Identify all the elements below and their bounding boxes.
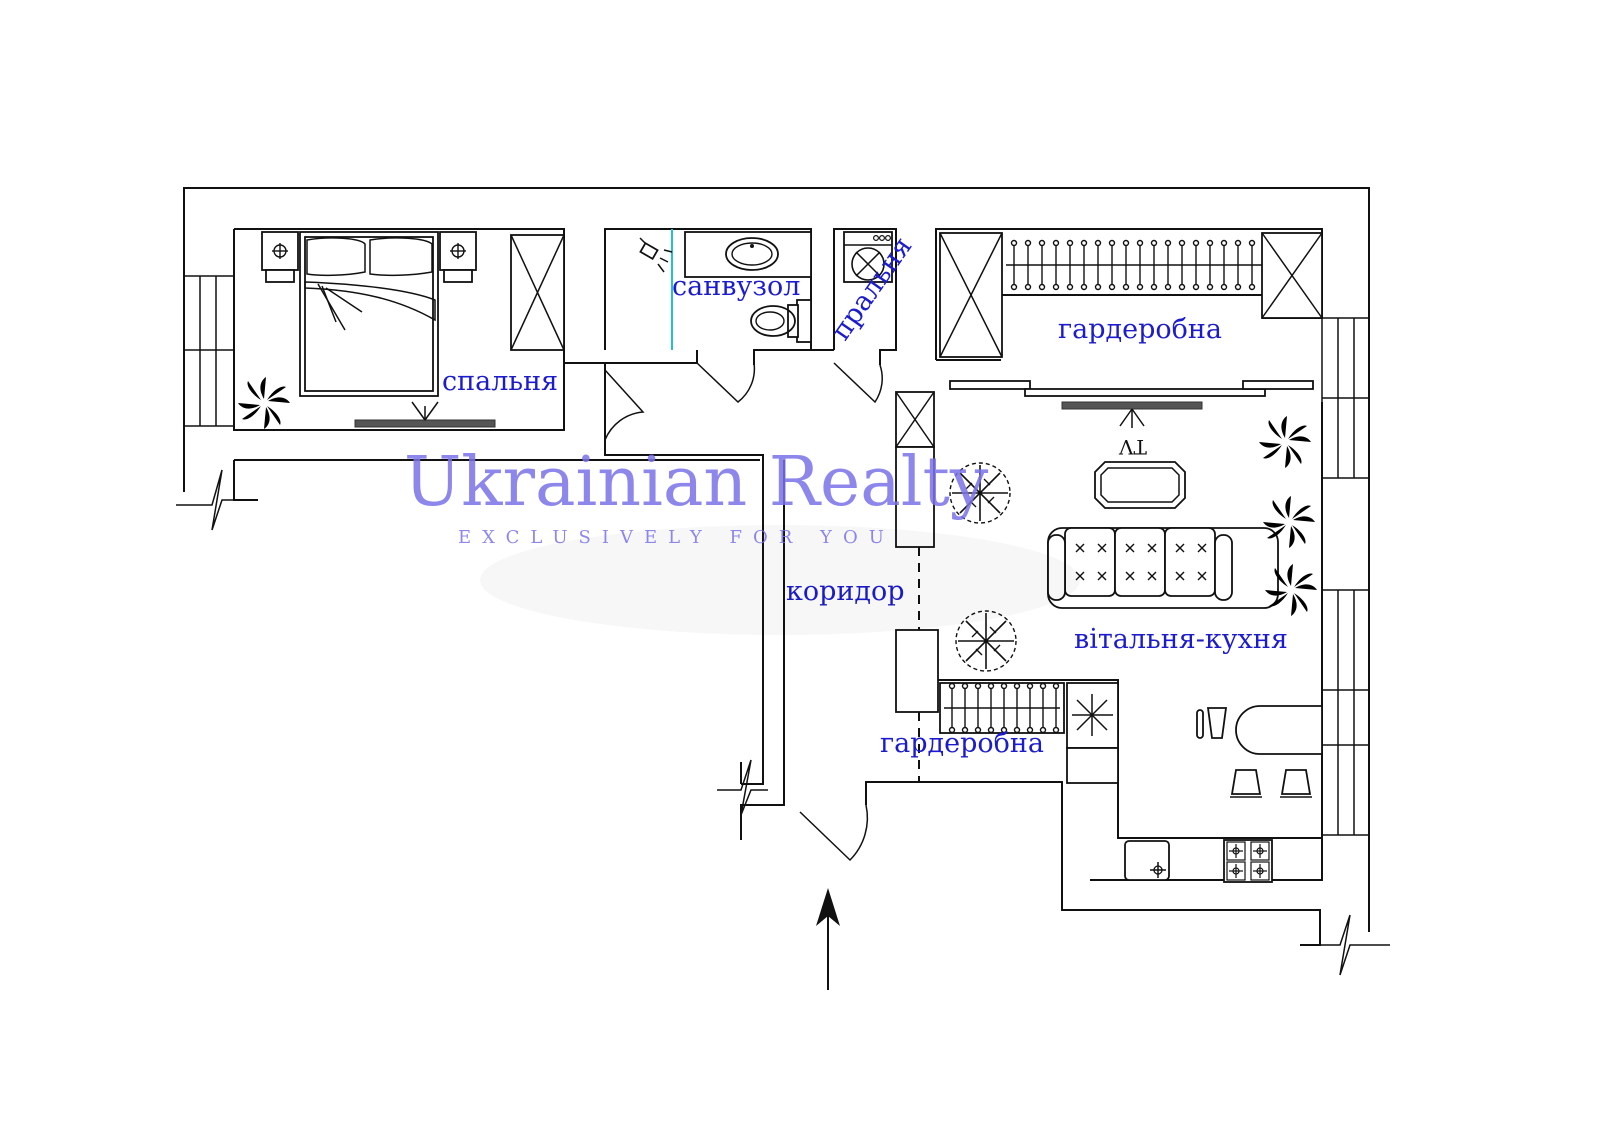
bed-icon	[299, 231, 439, 397]
watermark-subtitle: EXCLUSIVELY FOR YOU	[458, 527, 895, 548]
shower-icon	[639, 237, 673, 273]
tv-label: TV	[1119, 435, 1147, 459]
nightstand-icon	[261, 231, 299, 283]
tv-icon	[1061, 401, 1203, 428]
entrance-arrow-icon	[816, 888, 840, 990]
wardrobe-top	[936, 232, 1323, 397]
bedroom	[234, 228, 645, 441]
label-wardrobe-top: гардеробна	[1058, 314, 1222, 345]
corridor	[799, 391, 939, 990]
door-swing	[799, 804, 869, 862]
chair-icon	[1280, 769, 1312, 798]
windows	[183, 275, 1370, 836]
kitchen-sink-icon	[1124, 840, 1170, 881]
stove-icon	[1223, 839, 1273, 883]
plant-icon	[949, 462, 1011, 524]
wardrobe-icon	[939, 232, 1003, 358]
stove-icon	[1072, 694, 1113, 736]
coffee-table-icon	[1094, 461, 1186, 509]
armchair-icon	[1196, 707, 1228, 739]
plant-icon	[1259, 416, 1311, 468]
label-bathroom: санвузол	[672, 271, 800, 302]
label-wardrobe-bottom: гардеробна	[880, 728, 1044, 759]
tv-icon	[354, 401, 496, 428]
hanger-rail-icon	[939, 682, 1065, 734]
label-corridor: коридор	[786, 576, 905, 607]
sofa-icon	[1047, 527, 1279, 609]
washing-machine-icon	[843, 231, 893, 283]
laundry	[811, 228, 897, 404]
chair-icon	[1230, 769, 1262, 798]
nightstand-icon	[439, 231, 477, 283]
sink-icon	[684, 231, 812, 278]
wardrobe-icon	[510, 234, 565, 351]
door-swing	[833, 362, 883, 404]
hanger-rail-icon	[1006, 239, 1262, 291]
plant-icon	[238, 377, 290, 429]
door-swing	[696, 362, 756, 403]
living-kitchen	[938, 401, 1323, 883]
label-living-kitchen: вітальня-кухня	[1074, 624, 1288, 655]
wardrobe-icon	[1261, 232, 1323, 319]
watermark-title: Ukrainian Realty	[404, 443, 989, 522]
label-bedroom: спальня	[442, 366, 558, 397]
door-swing	[604, 369, 645, 441]
toilet-icon	[750, 299, 812, 343]
plant-icon	[955, 610, 1017, 672]
bathroom	[604, 228, 812, 403]
